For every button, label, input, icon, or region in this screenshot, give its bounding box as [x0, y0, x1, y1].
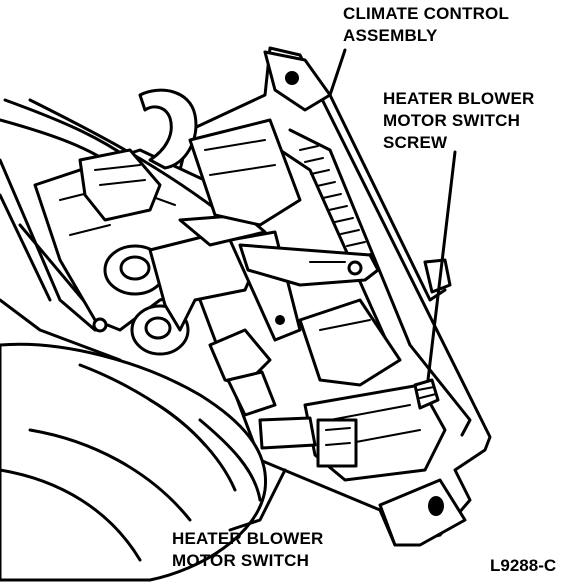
mount-hole-bottom	[428, 496, 444, 516]
switch-screw	[413, 378, 440, 410]
leader-blower-switch	[228, 468, 287, 532]
label-screw-line2: MOTOR SWITCH	[383, 111, 520, 130]
technician-hand	[0, 342, 268, 582]
label-screw-line1: HEATER BLOWER	[383, 89, 535, 108]
label-climate-control-line2: ASSEMBLY	[343, 26, 438, 45]
housing-interior	[188, 118, 402, 387]
vent-ribs	[299, 145, 372, 259]
label-screw-line3: SCREW	[383, 133, 448, 152]
heater-blower-motor-switch	[226, 370, 447, 482]
leader-lines	[228, 48, 457, 532]
control-cables	[0, 88, 232, 222]
label-switch-line1: HEATER BLOWER	[172, 529, 324, 548]
leader-switch-screw	[426, 150, 457, 382]
leader-climate-control	[328, 48, 347, 97]
lever-mechanism	[103, 213, 380, 356]
label-switch-line2: MOTOR SWITCH	[172, 551, 309, 570]
mount-hole-top	[285, 71, 299, 85]
label-climate-control-line1: CLIMATE CONTROL	[343, 4, 509, 23]
figure-code: L9288-C	[490, 556, 556, 575]
